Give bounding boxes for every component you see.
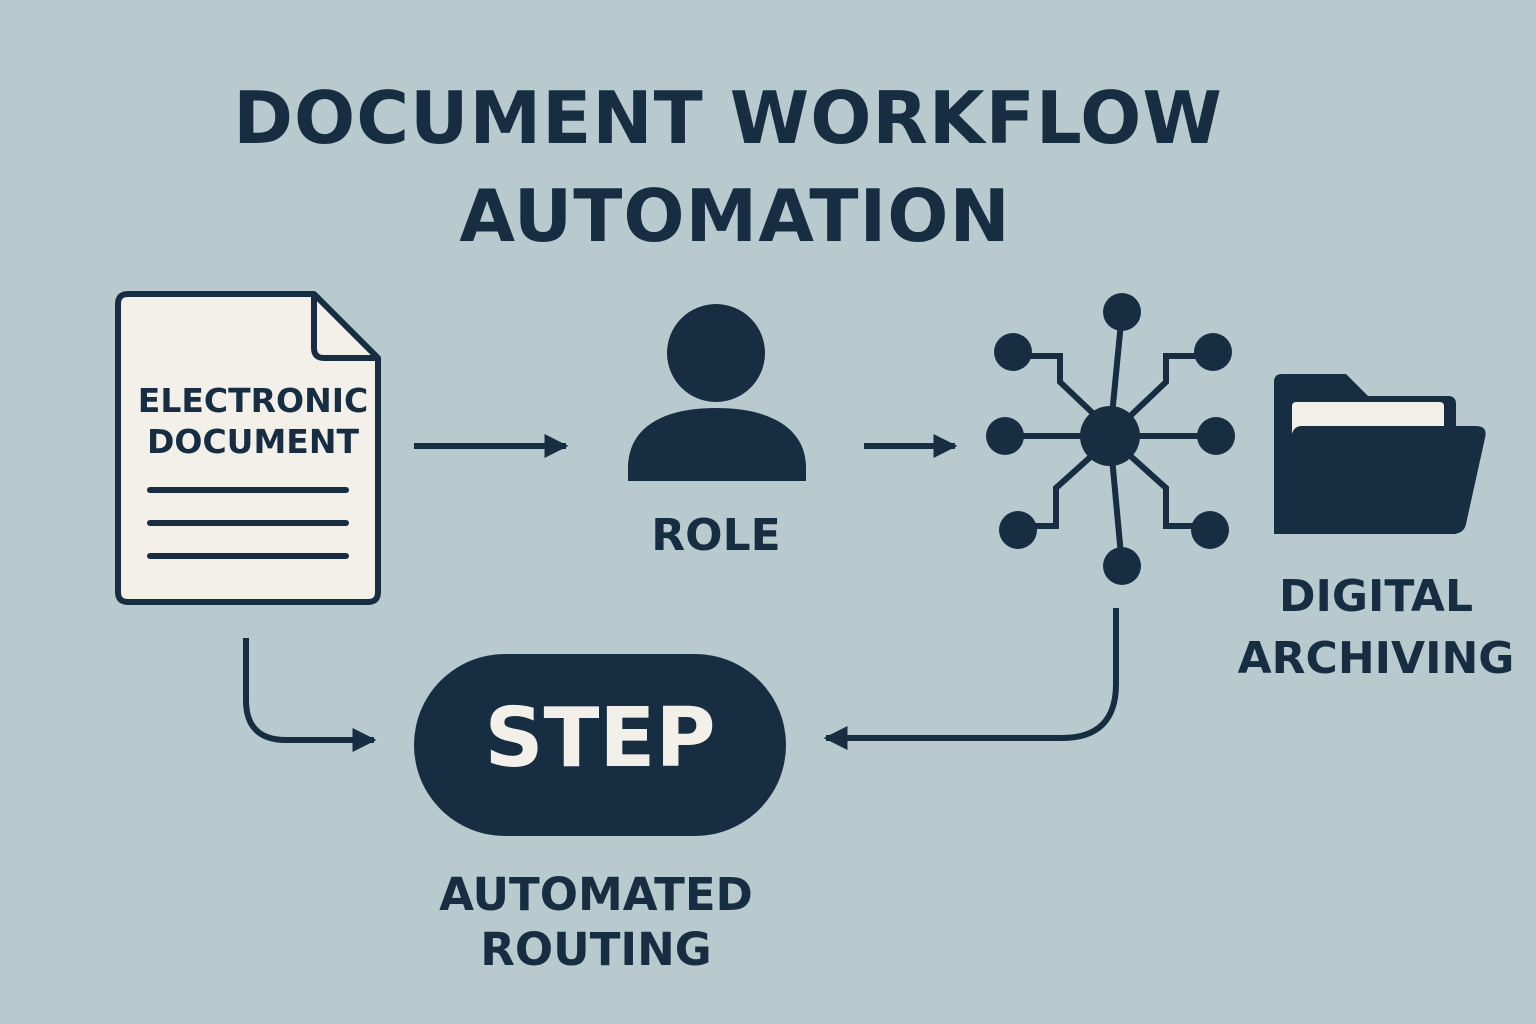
routing-label: AUTOMATED ROUTING xyxy=(396,868,796,978)
archive-label-line-1: DIGITAL xyxy=(1278,571,1474,622)
title-line-1: DOCUMENT WORKFLOW xyxy=(233,76,1223,160)
network-hub-icon xyxy=(986,293,1235,585)
routing-label-line-2: ROUTING xyxy=(480,922,712,976)
arrow-network-to-step xyxy=(823,608,1119,750)
person-icon xyxy=(628,304,806,481)
folder-icon xyxy=(1274,374,1486,534)
arrow-document-to-step xyxy=(243,638,377,752)
routing-label-line-1: AUTOMATED xyxy=(439,868,753,921)
document-label: ELECTRONIC DOCUMENT xyxy=(128,380,378,463)
archive-label: DIGITAL ARCHIVING xyxy=(1200,566,1536,689)
document-label-line-1: ELECTRONIC xyxy=(137,381,369,420)
role-label: ROLE xyxy=(651,510,781,561)
step-pill xyxy=(414,654,786,836)
document-label-line-2: DOCUMENT xyxy=(147,422,359,462)
title-line-2: AUTOMATION xyxy=(459,174,1011,258)
document-icon xyxy=(115,291,381,605)
step-label: STEP xyxy=(484,691,716,786)
archive-label-line-2: ARCHIVING xyxy=(1237,632,1515,684)
